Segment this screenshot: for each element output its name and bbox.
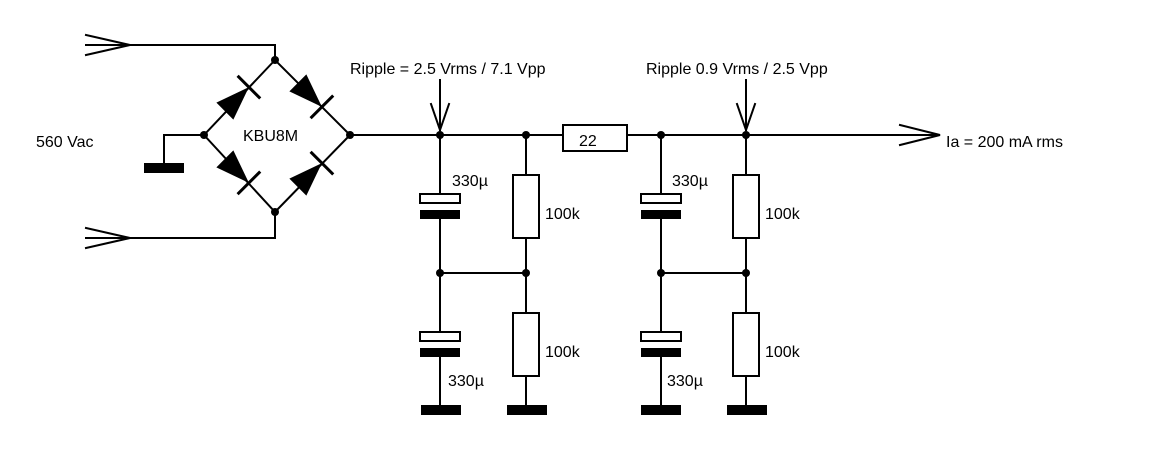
diode-lower-left: [216, 150, 262, 196]
input-arrow-bottom: [84, 211, 276, 250]
stage1-res-top-label: 100k: [545, 206, 581, 223]
output-current-label: Ia = 200 mA rms: [946, 134, 1063, 151]
ripple-probe-arrow-2: [735, 79, 757, 134]
stage1-res-ground: [507, 405, 547, 415]
diode-upper-right: [289, 74, 335, 120]
dc-rail: [349, 123, 941, 152]
bridge-rectifier: [200, 56, 354, 216]
stage2-cap-bottom: [640, 331, 682, 342]
stage1-cap-top-label: 330µ: [452, 173, 488, 190]
filter-stage-1: [419, 134, 547, 415]
stage1-res-top: [512, 174, 540, 239]
stage1-res-bottom: [512, 312, 540, 377]
ac-ground-wire: [163, 134, 205, 164]
stage2-res-bottom: [732, 312, 760, 377]
series-resistor: [562, 124, 628, 152]
stage2-res-top: [732, 174, 760, 239]
series-resistor-label: 22: [579, 133, 597, 150]
stage2-res-bottom-label: 100k: [765, 344, 801, 361]
output-arrow: [898, 123, 941, 147]
diode-upper-left: [216, 74, 262, 120]
stage1-cap-bottom: [419, 331, 461, 342]
stage2-cap-ground: [641, 405, 681, 415]
ripple-label-1: Ripple = 2.5 Vrms / 7.1 Vpp: [350, 61, 546, 78]
stage1-cap-ground: [421, 405, 461, 415]
diode-lower-right: [289, 150, 335, 196]
stage2-cap-bottom-label: 330µ: [667, 373, 703, 390]
filter-stage-2: [640, 134, 767, 415]
ripple-probe-arrow-1: [429, 79, 451, 134]
bridge-part-label: KBU8M: [243, 128, 298, 145]
stage1-cap-top: [419, 193, 461, 204]
stage2-res-ground: [727, 405, 767, 415]
ac-ground-symbol: [144, 163, 184, 173]
stage2-res-top-label: 100k: [765, 206, 801, 223]
input-voltage-label: 560 Vac: [36, 134, 94, 151]
stage1-cap-bottom-label: 330µ: [448, 373, 484, 390]
ripple-label-2: Ripple 0.9 Vrms / 2.5 Vpp: [646, 61, 828, 78]
stage2-cap-top-label: 330µ: [672, 173, 708, 190]
input-arrow-top: [84, 33, 276, 61]
stage2-cap-top: [640, 193, 682, 204]
input-terminals: [84, 33, 276, 250]
stage1-res-bottom-label: 100k: [545, 344, 581, 361]
